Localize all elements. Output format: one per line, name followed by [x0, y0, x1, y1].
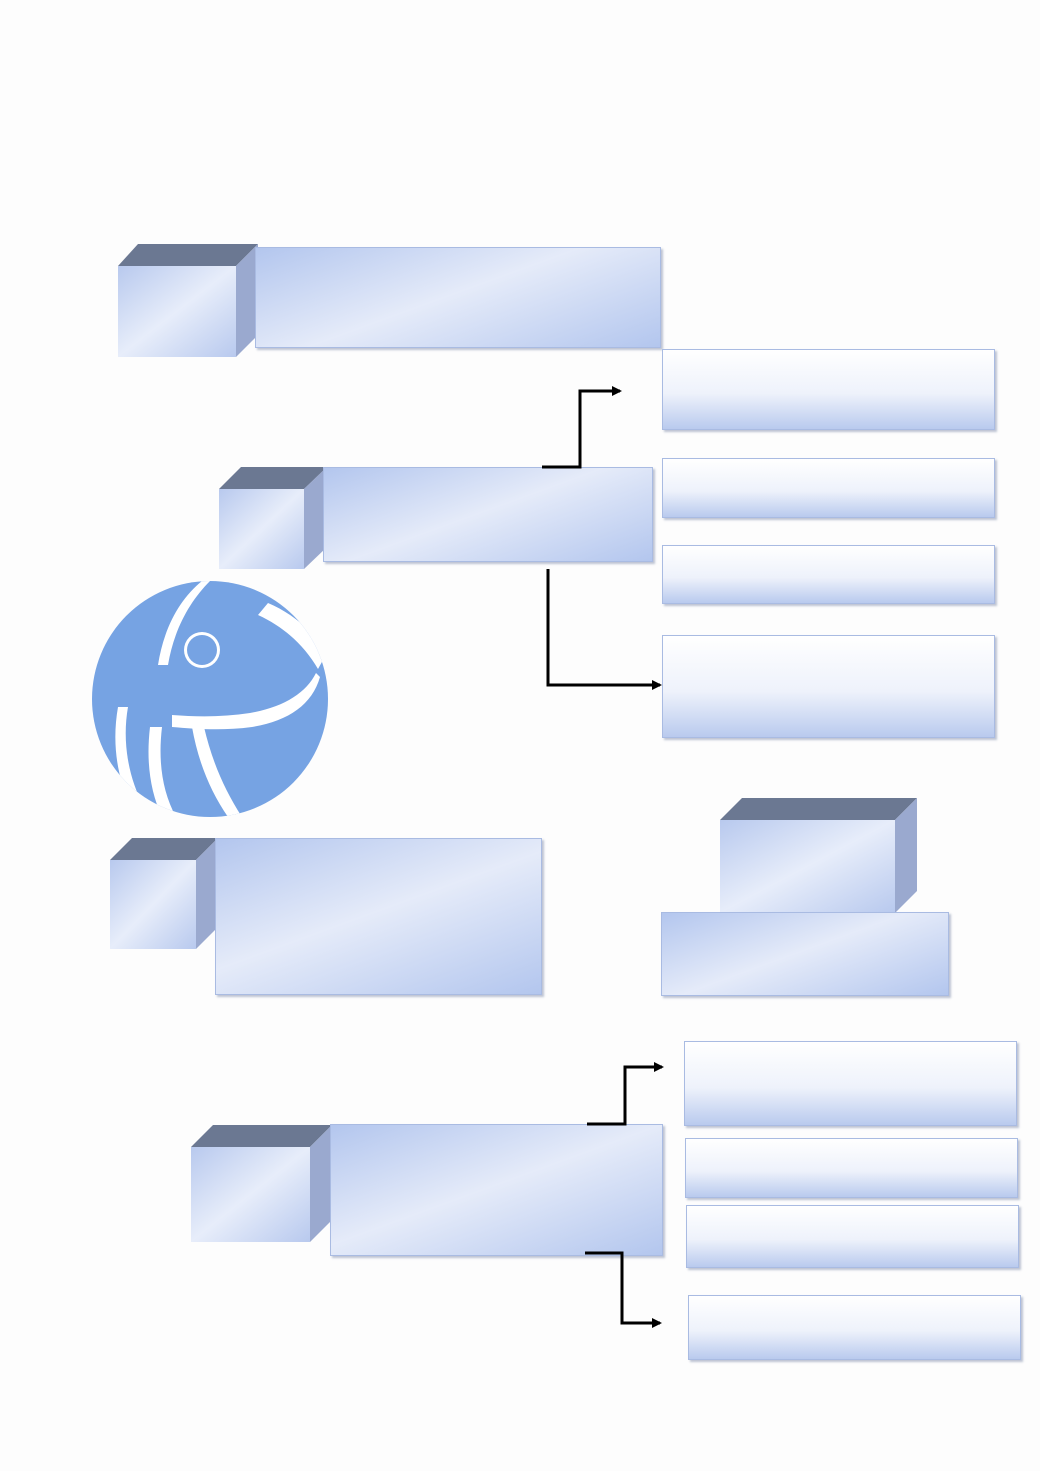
- transparency-international-logo-icon: [92, 581, 328, 817]
- section-4-item-4: [688, 1295, 1021, 1360]
- section-4-title-panel: [330, 1124, 663, 1256]
- cube-marker-4: [191, 1125, 332, 1242]
- section-4-item-1: [684, 1041, 1017, 1126]
- cube-marker-aside: [720, 798, 917, 913]
- section-3-title-panel: [215, 838, 542, 995]
- section-2-item-3: [662, 545, 995, 604]
- section-2-item-1: [662, 349, 995, 430]
- connector-arrow-1: [542, 386, 622, 469]
- section-2-item-4: [662, 635, 995, 738]
- cube-marker-1: [118, 244, 258, 357]
- section-1-title-panel: [255, 247, 661, 348]
- section-4-item-2: [685, 1138, 1018, 1198]
- section-4-item-3: [686, 1205, 1019, 1268]
- connector-arrow-2: [546, 569, 662, 690]
- cube-marker-3: [110, 838, 218, 949]
- connector-arrow-4: [585, 1251, 662, 1328]
- cube-marker-2: [219, 467, 327, 569]
- section-2-item-2: [662, 458, 995, 518]
- section-3-aside-panel: [661, 912, 949, 996]
- section-2-title-panel: [323, 467, 653, 562]
- connector-arrow-3: [587, 1062, 664, 1126]
